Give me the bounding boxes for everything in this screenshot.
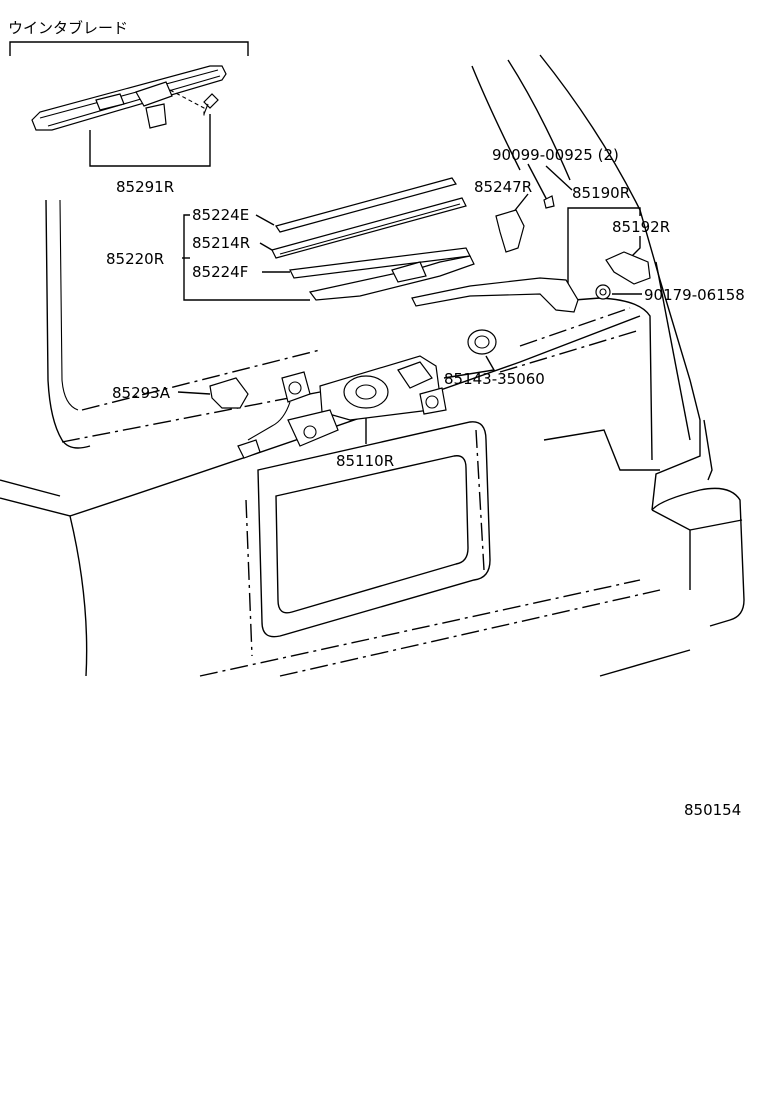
- label-85247R: 85247R: [474, 178, 532, 196]
- label-85110R: 85110R: [336, 452, 394, 470]
- leader-bolt: [527, 163, 549, 203]
- inset-blade-drawing: [31, 65, 227, 131]
- label-grommet: 85143-35060: [444, 370, 545, 388]
- blade-refill-drawing: [271, 177, 475, 301]
- label-85214R: 85214R: [192, 234, 250, 252]
- arm-and-bracket-drawing: [411, 195, 651, 313]
- leader-85192R: [631, 236, 641, 257]
- leader-85293A: [177, 391, 211, 395]
- label-85293A: 85293A: [112, 384, 171, 402]
- bracket-85190R: [567, 207, 641, 286]
- label-85220R: 85220R: [106, 250, 164, 268]
- label-bolt: 90099-00925 (2): [492, 146, 619, 164]
- label-85291R: 85291R: [116, 178, 174, 196]
- label-85224E: 85224E: [192, 206, 249, 224]
- label-85190R: 85190R: [572, 184, 630, 202]
- group-bracket: [9, 41, 249, 56]
- leader-grommet: [443, 355, 496, 379]
- motor-cover-drawing: [209, 377, 249, 409]
- leader-85291R: [89, 114, 211, 167]
- label-85224F: 85224F: [192, 263, 248, 281]
- leader-85224E: [255, 214, 275, 226]
- leader-bolt-2: [545, 165, 573, 191]
- label-85192R: 85192R: [612, 218, 670, 236]
- back-door-outline: [0, 54, 745, 677]
- motor-drawing: [237, 355, 447, 459]
- leader-85214R: [259, 242, 273, 251]
- leader-nut-2: [655, 261, 691, 441]
- grommet-drawing: [467, 329, 497, 355]
- figure-number: 850154: [684, 801, 741, 819]
- group-label: ウインタブレード: [8, 19, 128, 37]
- label-nut: 90179-06158: [644, 286, 745, 304]
